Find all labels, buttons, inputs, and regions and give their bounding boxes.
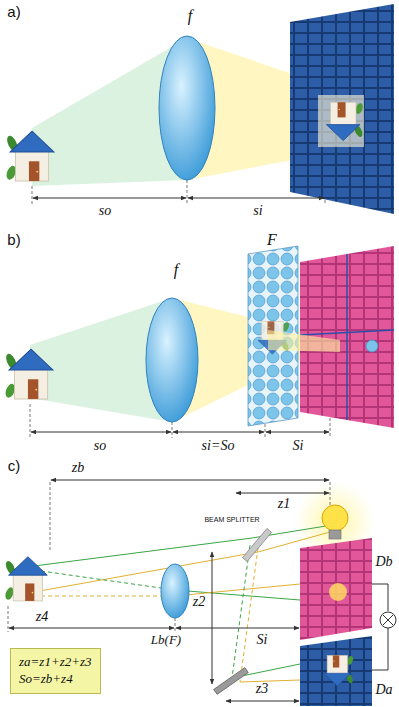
component-label: BEAM SPLITTER xyxy=(203,516,260,523)
focal-length: f xyxy=(187,8,193,25)
distance-label: si xyxy=(252,204,263,219)
distance-label: so xyxy=(98,204,112,219)
distance-label: Si xyxy=(256,633,269,648)
distance-label: si=So xyxy=(201,439,236,454)
distance-label: so xyxy=(93,439,107,454)
equation-text: za=z1+z2+z3 xyxy=(19,654,92,671)
distance-label: z4 xyxy=(35,610,49,625)
distance-label: zb xyxy=(71,461,85,476)
panel-letter: b) xyxy=(6,232,21,248)
array-label: F xyxy=(266,232,278,249)
equation-box: za=z1+z2+z3So=zb+z4 xyxy=(10,648,101,694)
distance-label: Si xyxy=(292,439,305,454)
equation-text: So=zb+z4 xyxy=(19,671,92,688)
lens-label: Lb(F) xyxy=(150,633,182,647)
panel-letter: a) xyxy=(6,4,21,20)
distance-label: z2 xyxy=(192,595,206,610)
focal-length: f xyxy=(173,262,179,279)
detector-label: Da xyxy=(374,683,393,698)
distance-label: z3 xyxy=(255,682,269,697)
detector-label: Db xyxy=(374,555,393,570)
panel-letter: c) xyxy=(7,458,22,474)
distance-label: z1 xyxy=(277,497,291,512)
